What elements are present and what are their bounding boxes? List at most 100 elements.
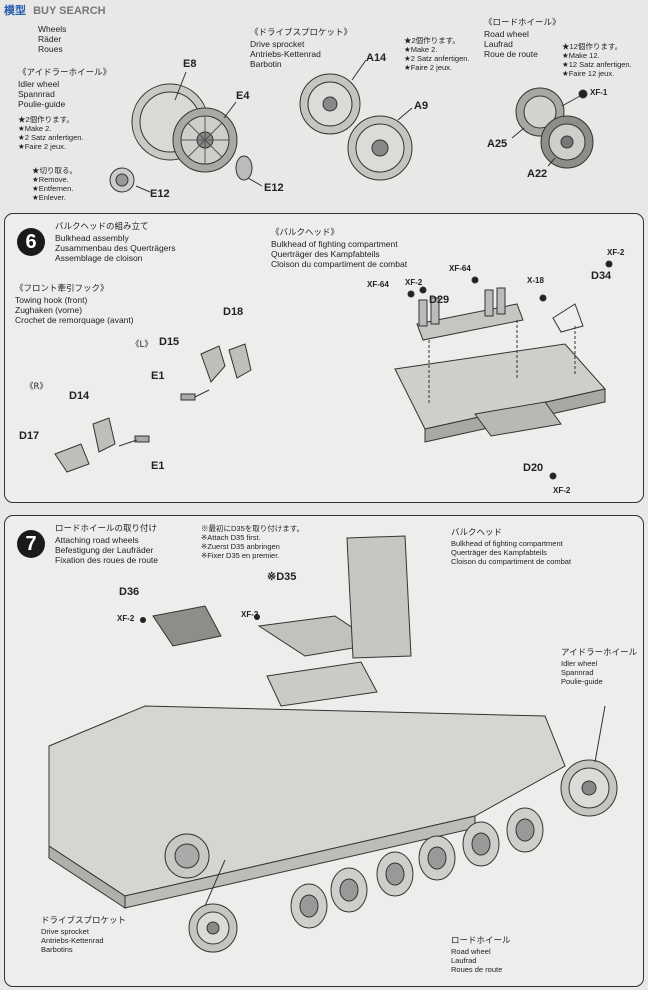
sprocket-7-drawing bbox=[188, 859, 238, 953]
step7-note: ※最初にD35を取り付けます。 ※Attach D35 first. ※Zuer… bbox=[201, 524, 304, 560]
step6-part-xf2c: XF-2 bbox=[553, 486, 571, 495]
step6-part-d34: D34 bbox=[591, 270, 612, 282]
step7-bulkhead-fr: Cloison du compartiment de combat bbox=[451, 557, 572, 566]
part-e8: E8 bbox=[183, 58, 197, 70]
sprocket-make-jp: ★2個作ります。 bbox=[404, 36, 460, 45]
step6-part-xf64b: XF-64 bbox=[367, 280, 389, 289]
step6-title-en: Bulkhead assembly bbox=[55, 233, 129, 243]
step7-sprocket-fr: Barbotins bbox=[41, 945, 73, 954]
step6-part-d15: D15 bbox=[159, 336, 180, 348]
cut-jp: ★切り取る。 bbox=[32, 166, 77, 175]
step6-part-d14: D14 bbox=[69, 390, 90, 402]
step7-bulkhead-en: Bulkhead of fighting compartment bbox=[451, 539, 563, 548]
step6-panel: 6 バルクヘッドの組み立て Bulkhead assembly Zusammen… bbox=[4, 213, 644, 503]
step7-panel: 7 ロードホイールの取り付け Attaching road wheels Bef… bbox=[4, 515, 644, 987]
step7-title: ロードホイールの取り付け Attaching road wheels Befes… bbox=[55, 524, 158, 565]
step7-idler-fr: Poulie-guide bbox=[561, 677, 603, 686]
wheels-en: Wheels bbox=[38, 24, 67, 34]
step6-part-d18: D18 bbox=[223, 306, 244, 318]
step6-part-d17: D17 bbox=[19, 430, 40, 442]
step7-road: ロードホイール Road wheel Laufrad Roues de rout… bbox=[451, 936, 511, 974]
step6-hook-de: Zughaken (vorne) bbox=[15, 305, 83, 315]
idler-fr: Poulie-guide bbox=[18, 99, 66, 109]
step6-left-label: 《L》 bbox=[131, 340, 153, 350]
step6-bulkhead-en: Bulkhead of fighting compartment bbox=[271, 239, 398, 249]
sprocket-fr: Barbotin bbox=[250, 59, 282, 69]
road-jp: 《ロードホイール》 bbox=[484, 18, 561, 28]
step6-hook: 《フロント牽引フック》 Towing hook (front) Zughaken… bbox=[15, 284, 134, 325]
cut-de: ★Entfernen. bbox=[32, 184, 74, 193]
step7-part-xf2a: XF-2 bbox=[117, 614, 135, 623]
step6-title-de: Zusammenbau des Querträgers bbox=[55, 243, 176, 253]
step7-idler: アイドラーホイール Idler wheel Spannrad Poulie-gu… bbox=[561, 648, 637, 686]
step6-number: 6 bbox=[17, 228, 45, 256]
road-make-en: ★Make 12. bbox=[562, 51, 600, 60]
road-de: Laufrad bbox=[484, 39, 513, 49]
road-wheels-drawing bbox=[290, 807, 544, 929]
sprocket-make: ★2個作ります。 ★Make 2. ★2 Satz anfertigen. ★F… bbox=[404, 36, 470, 72]
part-a25: A25 bbox=[487, 138, 508, 150]
step7-title-en: Attaching road wheels bbox=[55, 535, 139, 545]
step6-bulkhead: 《バルクヘッド》 Bulkhead of fighting compartmen… bbox=[271, 228, 407, 269]
cut-note: ★切り取る。 ★Remove. ★Entfernen. ★Enlever. bbox=[32, 166, 77, 202]
step6-part-e1a: E1 bbox=[151, 370, 165, 382]
step7-bulkhead-de: Querträger des Kampfabteils bbox=[451, 548, 547, 557]
step7-sprocket-en: Drive sprocket bbox=[41, 927, 89, 936]
step7-road-en: Road wheel bbox=[451, 947, 491, 956]
idler-de: Spannrad bbox=[18, 89, 55, 99]
watermark-brand-a: 模型 bbox=[4, 5, 26, 17]
step7-road-de: Laufrad bbox=[451, 956, 477, 965]
step6-title: バルクヘッドの組み立て Bulkhead assembly Zusammenba… bbox=[55, 222, 175, 263]
wheels-de: Räder bbox=[38, 34, 62, 44]
step7-road-jp: ロードホイール bbox=[451, 936, 511, 946]
step7-part-d36: D36 bbox=[119, 586, 140, 598]
step7-note-fr: ※Fixer D35 en premier. bbox=[201, 551, 280, 560]
step6-title-jp: バルクヘッドの組み立て bbox=[55, 222, 149, 232]
road-fr: Roue de route bbox=[484, 49, 538, 59]
road-en: Road wheel bbox=[484, 29, 529, 39]
hull-drawing bbox=[48, 535, 566, 909]
part-xf1: XF-1 bbox=[590, 88, 608, 97]
part-e4: E4 bbox=[236, 90, 250, 102]
step6-bulkhead-de: Querträger des Kampfabteils bbox=[271, 249, 380, 259]
step7-sprocket: ドライブスプロケット Drive sprocket Antriebs-Kette… bbox=[41, 916, 126, 954]
part-dots bbox=[140, 614, 260, 623]
step6-title-fr: Assemblage de cloison bbox=[55, 253, 143, 263]
idler-make-jp: ★2個作ります。 bbox=[18, 115, 74, 124]
sprocket-en: Drive sprocket bbox=[250, 39, 305, 49]
idler-wheel-7-drawing bbox=[560, 705, 618, 817]
step7-note-jp: ※最初にD35を取り付けます。 bbox=[201, 524, 305, 533]
top-drawing bbox=[109, 59, 594, 193]
step6-part-xf2a: XF-2 bbox=[607, 248, 625, 257]
wheels-fr: Roues bbox=[38, 44, 63, 54]
step7-note-en: ※Attach D35 first. bbox=[201, 533, 261, 542]
step6-part-xf64a: XF-64 bbox=[449, 264, 471, 273]
idler-wheel-drawing bbox=[109, 71, 263, 193]
step7-idler-jp: アイドラーホイール bbox=[561, 648, 638, 658]
cut-fr: ★Enlever. bbox=[32, 193, 66, 202]
step6-right-label: 《R》 bbox=[25, 382, 48, 392]
idler-block: 《アイドラーホイール》 Idler wheel Spannrad Poulie-… bbox=[18, 68, 111, 151]
wheels-header: Wheels Räder Roues bbox=[38, 14, 66, 54]
step6-hook-jp: 《フロント牽引フック》 bbox=[15, 284, 109, 294]
sprocket-de: Antriebs-Kettenrad bbox=[250, 49, 321, 59]
idler-jp: 《アイドラーホイール》 bbox=[18, 68, 112, 78]
idler-make-fr: ★Faire 2 jeux. bbox=[18, 142, 66, 151]
step7-road-fr: Roues de route bbox=[451, 965, 503, 974]
bulkhead-drawing bbox=[394, 260, 613, 480]
step7-title-jp: ロードホイールの取り付け bbox=[55, 524, 158, 534]
part-a22: A22 bbox=[527, 168, 548, 180]
hook-right-drawing bbox=[54, 417, 150, 473]
step6-bulkhead-fr: Cloison du compartiment de combat bbox=[271, 259, 408, 269]
sprocket-make-fr: ★Faire 2 jeux. bbox=[404, 63, 452, 72]
hook-left-drawing bbox=[180, 343, 252, 401]
road-make-jp: ★12個作ります。 bbox=[562, 42, 623, 51]
part-e12-a: E12 bbox=[150, 188, 170, 200]
watermark-brand-b: BUY SEARCH bbox=[33, 5, 106, 17]
step7-drawing bbox=[48, 535, 618, 953]
step6-part-d20: D20 bbox=[523, 462, 544, 474]
step6-drawing bbox=[54, 260, 613, 480]
step7-bulkhead: バルクヘッド Bulkhead of fighting compartment … bbox=[451, 528, 571, 566]
road-make-de: ★12 Satz anfertigen. bbox=[562, 60, 632, 69]
step7-note-de: ※Zuerst D35 anbringen bbox=[201, 542, 280, 551]
